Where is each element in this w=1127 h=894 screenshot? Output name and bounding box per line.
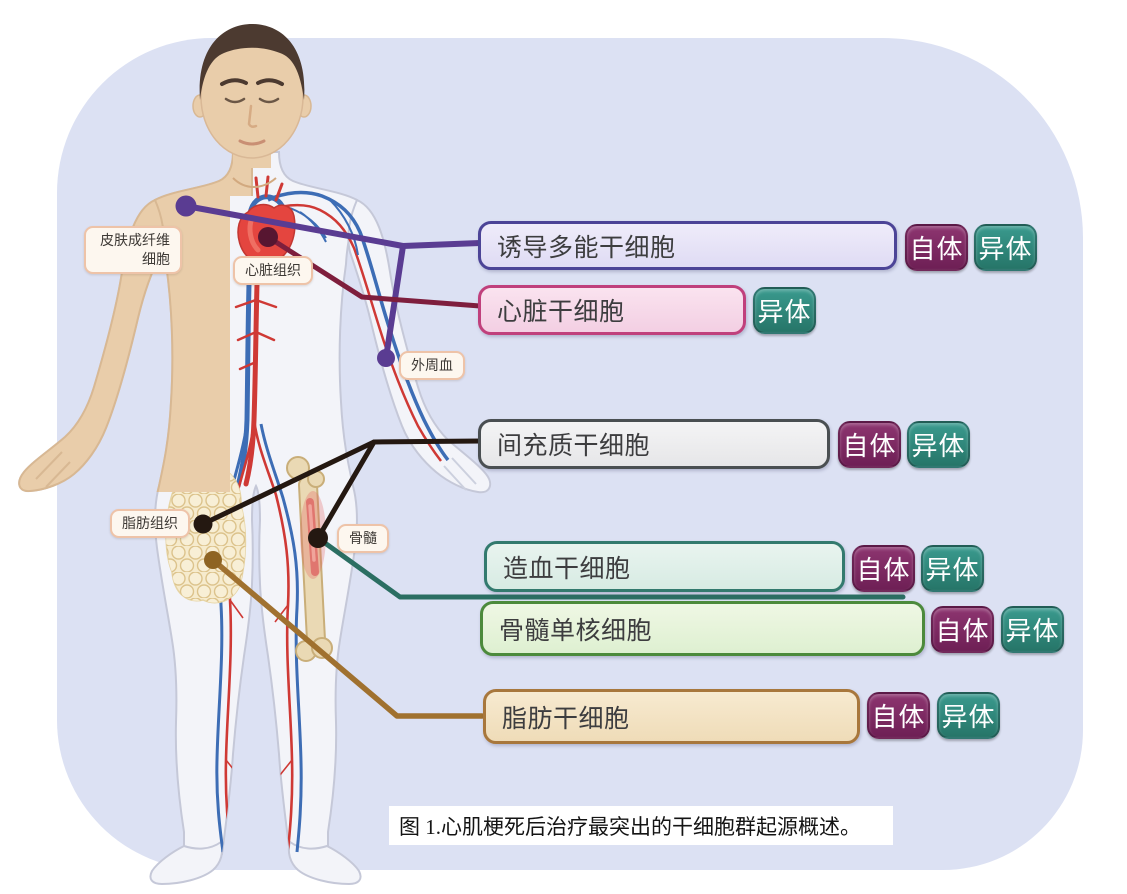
cell-box-hematopoietic: 造血干细胞 (484, 541, 845, 592)
label-skin-fibroblast: 皮肤成纤维 细胞 (84, 226, 182, 274)
cell-box-mesenchymal: 间充质干细胞 (478, 419, 830, 469)
label-bone-marrow: 骨髓 (337, 524, 389, 553)
line-marrow-to-mesenchymal (315, 439, 377, 541)
dot-bone-marrow (308, 528, 328, 548)
human-figure (18, 24, 492, 886)
hair (199, 24, 305, 100)
badge-ipsc-autologous: 自体 (905, 224, 968, 271)
cell-name: 心脏干细胞 (497, 298, 625, 326)
cell-box-bm-mononuclear: 骨髓单核细胞 (480, 601, 925, 656)
head (192, 24, 312, 188)
badge-bm-mononuclear-autologous: 自体 (931, 606, 994, 653)
badge-adipose-allogeneic: 异体 (937, 692, 1000, 739)
dot-peripheral-blood (377, 349, 395, 367)
line-junction-to-peripheral-blood (383, 243, 406, 361)
badge-adipose-autologous: 自体 (867, 692, 930, 739)
badge-cardiac-allogeneic: 异体 (753, 287, 816, 334)
dot-adipose-black (193, 514, 213, 534)
figure-caption: 图 1.心肌梗死后治疗最突出的干细胞群起源概述。 (389, 806, 893, 845)
dot-adipose-brown (204, 551, 222, 569)
cell-name: 诱导多能干细胞 (497, 233, 676, 262)
dot-skin-fibroblast (175, 195, 197, 217)
label-peripheral-blood: 外周血 (399, 351, 465, 380)
cell-box-ipsc: 诱导多能干细胞 (478, 221, 897, 270)
cell-box-adipose: 脂肪干细胞 (483, 689, 860, 744)
cell-name: 脂肪干细胞 (502, 704, 630, 733)
badge-hematopoietic-allogeneic: 异体 (921, 545, 984, 592)
badge-ipsc-allogeneic: 异体 (974, 224, 1037, 271)
cell-name: 骨髓单核细胞 (499, 616, 653, 645)
line-adipose-to-adipose-sc (210, 557, 485, 719)
badge-mesenchymal-allogeneic: 异体 (907, 421, 970, 468)
badge-mesenchymal-autologous: 自体 (838, 421, 901, 468)
marker-dots (175, 195, 395, 569)
label-heart-tissue: 心脏组织 (233, 256, 313, 285)
cell-box-cardiac: 心脏干细胞 (478, 285, 746, 335)
cell-name: 造血干细胞 (503, 554, 631, 583)
dot-heart-tissue (258, 227, 278, 247)
badge-bm-mononuclear-allogeneic: 异体 (1001, 606, 1064, 653)
label-adipose-tissue: 脂肪组织 (110, 509, 190, 538)
line-marrow-to-hematopoietic (315, 535, 906, 600)
femur-bone (286, 456, 333, 662)
cell-name: 间充质干细胞 (497, 432, 651, 460)
badge-hematopoietic-autologous: 自体 (852, 545, 915, 592)
